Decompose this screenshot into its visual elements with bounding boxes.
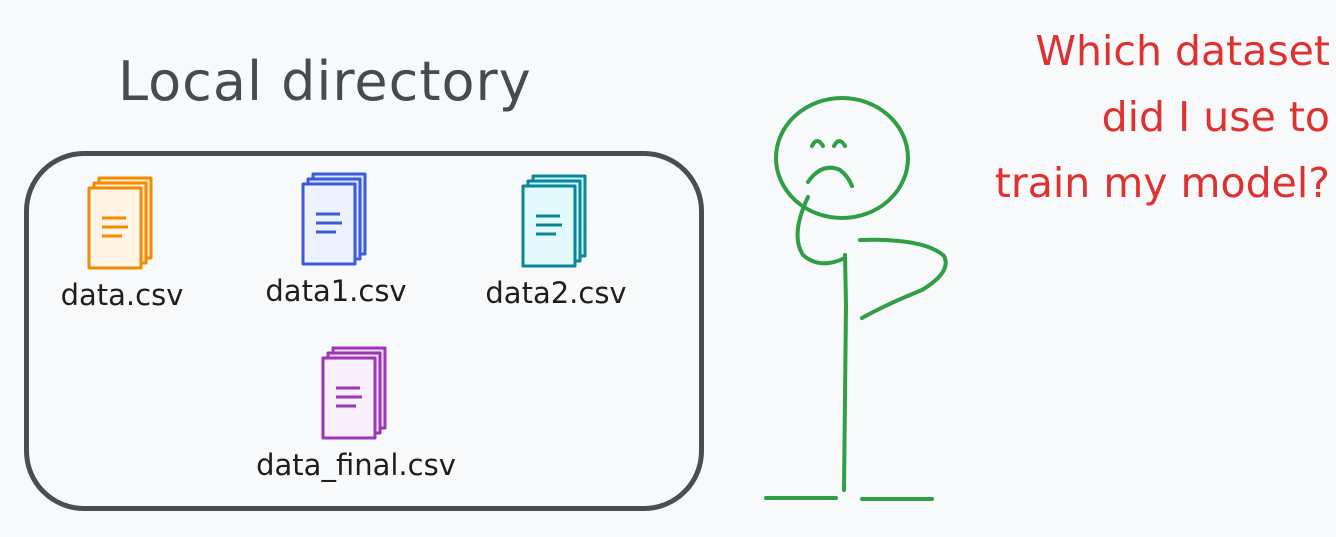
question-line: train my model? [994,159,1330,207]
question-line: did I use to [1101,93,1330,141]
file-item: data.csv [22,172,222,312]
directory-title: Local directory [118,50,532,113]
file-name: data2.csv [485,276,627,310]
document-icon [301,172,367,266]
file-name: data.csv [60,278,184,312]
directory-frame [24,151,704,511]
document-icon [521,174,587,268]
file-name: data_final.csv [256,448,456,482]
file-item: data1.csv [236,168,436,308]
document-icon [87,176,153,270]
file-name: data1.csv [265,274,407,308]
file-item: data2.csv [456,170,656,310]
question-text: Which dataset did I use to train my mode… [900,18,1330,216]
question-line: Which dataset [1035,27,1331,75]
file-item: data_final.csv [236,342,476,482]
document-icon [321,346,387,440]
